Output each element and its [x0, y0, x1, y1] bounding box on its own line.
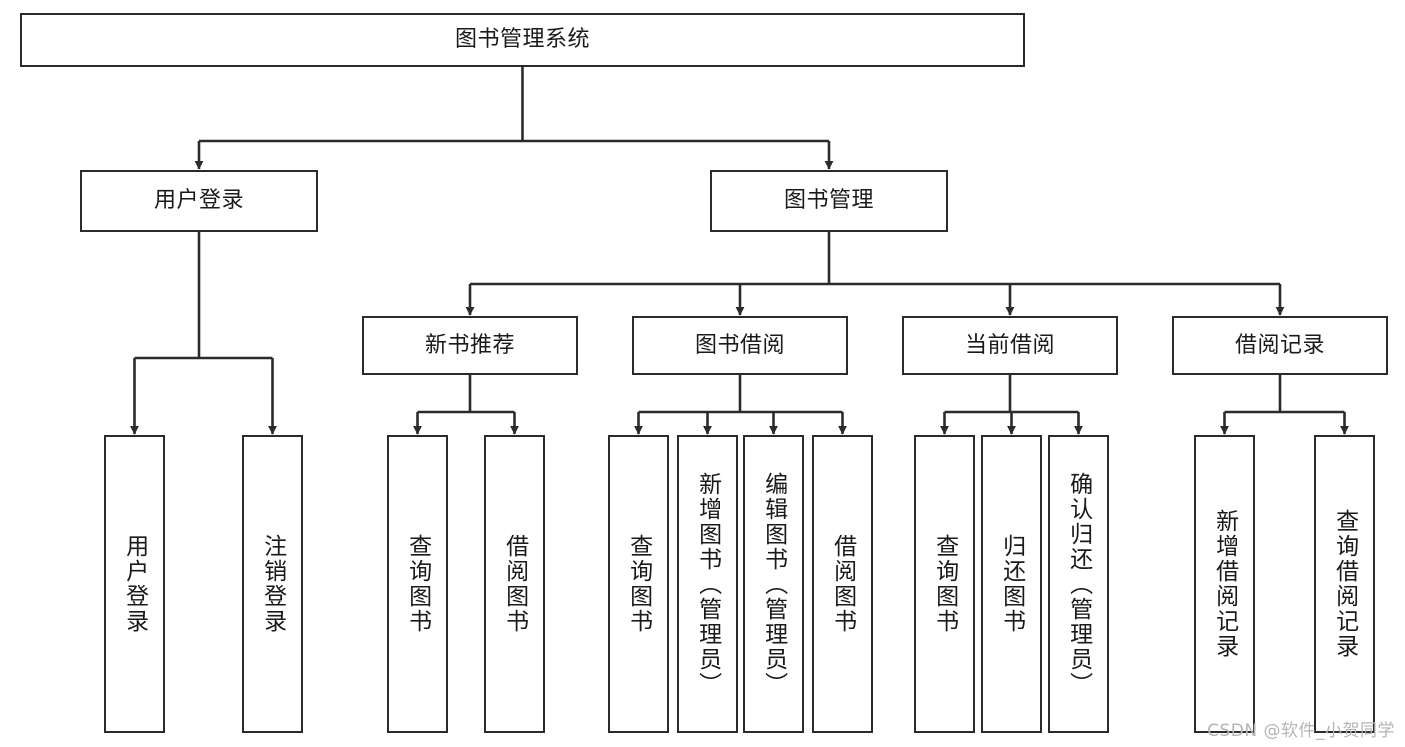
node-label: 当前借阅	[964, 332, 1055, 358]
node-leaf-3[interactable]: 查询图书	[387, 435, 448, 733]
node-label: 新增图书（管理员）	[694, 471, 721, 697]
node-newbooks[interactable]: 新书推荐	[362, 316, 578, 375]
node-label: 确认归还（管理员）	[1065, 471, 1092, 697]
node-label: 查询图书	[404, 534, 431, 634]
node-leaf-9[interactable]: 查询图书	[914, 435, 975, 733]
node-root[interactable]: 图书管理系统	[20, 13, 1025, 67]
node-leaf-2[interactable]: 注销登录	[242, 435, 303, 733]
node-label: 借阅图书	[829, 534, 856, 634]
node-label: 归还图书	[998, 534, 1025, 634]
node-label: 图书管理系统	[454, 27, 590, 53]
node-current[interactable]: 当前借阅	[902, 316, 1118, 375]
node-label: 借阅图书	[501, 534, 528, 634]
node-leaf-13[interactable]: 查询借阅记录	[1314, 435, 1375, 733]
node-label: 注销登录	[259, 534, 286, 634]
node-label: 用户登录	[153, 188, 244, 214]
node-label: 编辑图书（管理员）	[760, 471, 787, 697]
node-label: 新书推荐	[424, 332, 515, 358]
csdn-watermark: CSDN @软件_小贺同学	[1207, 721, 1395, 741]
node-label: 查询借阅记录	[1331, 509, 1358, 659]
node-leaf-6[interactable]: 新增图书（管理员）	[677, 435, 738, 733]
node-leaf-1[interactable]: 用户登录	[104, 435, 165, 733]
node-label: 查询图书	[931, 534, 958, 634]
node-bookmgmt[interactable]: 图书管理	[710, 170, 948, 232]
node-leaf-12[interactable]: 新增借阅记录	[1194, 435, 1255, 733]
node-label: 图书借阅	[694, 332, 785, 358]
node-leaf-5[interactable]: 查询图书	[608, 435, 669, 733]
node-label: 图书管理	[783, 188, 874, 214]
node-leaf-10[interactable]: 归还图书	[981, 435, 1042, 733]
node-label: 查询图书	[625, 534, 652, 634]
node-label: 借阅记录	[1234, 332, 1325, 358]
node-label: 新增借阅记录	[1211, 509, 1238, 659]
node-leaf-8[interactable]: 借阅图书	[812, 435, 873, 733]
node-leaf-11[interactable]: 确认归还（管理员）	[1048, 435, 1109, 733]
node-label: 用户登录	[121, 534, 148, 634]
node-leaf-4[interactable]: 借阅图书	[484, 435, 545, 733]
node-login[interactable]: 用户登录	[80, 170, 318, 232]
node-leaf-7[interactable]: 编辑图书（管理员）	[743, 435, 804, 733]
node-borrow[interactable]: 图书借阅	[632, 316, 848, 375]
node-records[interactable]: 借阅记录	[1172, 316, 1388, 375]
